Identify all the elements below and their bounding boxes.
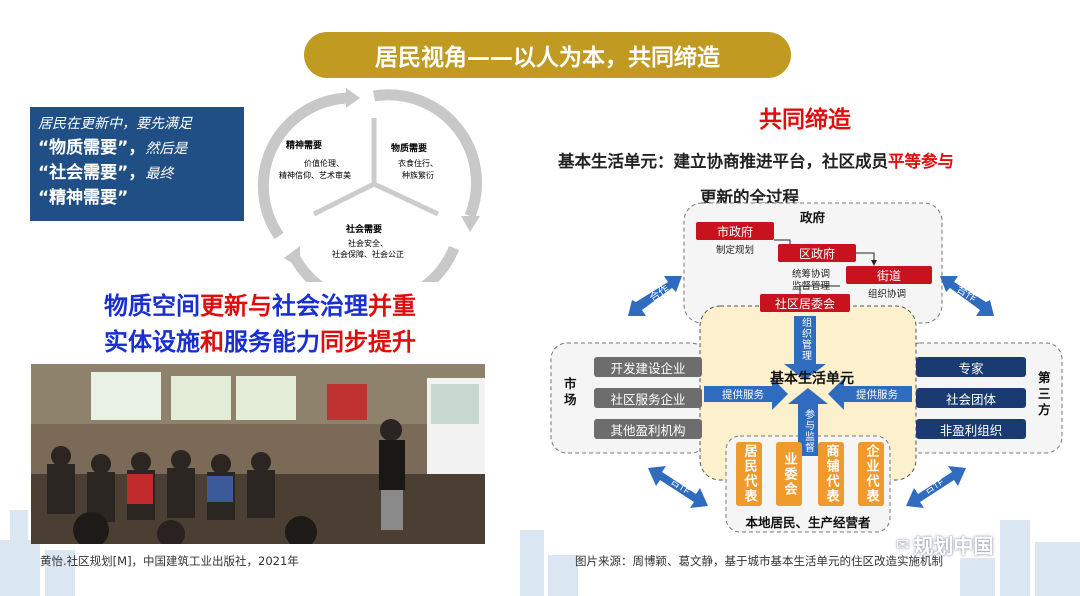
third-item-nonprofit: 非盈利组织 bbox=[916, 419, 1026, 439]
description-line-2: 更新的全过程 bbox=[700, 188, 799, 207]
slogan-line-1: 物质空间更新与社会治理并重 bbox=[38, 286, 482, 321]
participate-supervise-label: 参与监督 bbox=[802, 409, 814, 453]
right-caption: 图片来源：周博颖、葛文静，基于城市基本生活单元的住区改造实施机制 bbox=[575, 554, 943, 568]
cycle-arc-left bbox=[257, 92, 350, 240]
slogan2-part1: 实体设施 bbox=[104, 328, 200, 356]
slogan-line-2: 实体设施和服务能力同步提升 bbox=[38, 322, 482, 357]
co-creation-heading: 共同缔造 bbox=[759, 107, 851, 133]
description-line-1: 基本生活单元：建立协商推进平台，社区成员平等参与 bbox=[558, 148, 954, 172]
social-need-line1: 社会安全、 bbox=[348, 239, 388, 248]
district-government-box: 区政府 bbox=[778, 244, 856, 262]
slogan1-part2: 更新与 bbox=[200, 292, 272, 320]
intro-social: “社会需要”， bbox=[38, 163, 146, 183]
city-government-box: 市政府 bbox=[696, 222, 774, 240]
third-sector-label: 第三方 bbox=[1038, 370, 1051, 417]
material-need-title: 物质需要 bbox=[391, 144, 428, 154]
needs-cycle-diagram bbox=[257, 88, 482, 282]
cycle-arc-bottom bbox=[289, 245, 460, 282]
slogan1-part3: 社会治理 bbox=[272, 292, 368, 320]
street-office-box: 街道 bbox=[846, 266, 932, 284]
watermark-text: 规划中国 bbox=[913, 534, 994, 558]
social-need-title: 社会需要 bbox=[346, 225, 383, 235]
market-item-developer: 开发建设企业 bbox=[594, 357, 702, 377]
third-item-experts: 专家 bbox=[916, 357, 1026, 377]
intro-line-1: 居民在更新中，要先满足 bbox=[38, 116, 192, 132]
material-need-line1: 衣食住行、 bbox=[398, 159, 438, 168]
needs-intro-box: 居民在更新中，要先满足 “物质需要”，然后是 “社会需要”，最终 “精神需要” bbox=[30, 107, 244, 221]
residents-label: 本地居民、生产经营者 bbox=[745, 515, 871, 530]
community-meeting-photo bbox=[31, 364, 485, 544]
cycle-arc-right bbox=[373, 89, 482, 219]
spiritual-need-line1: 价值伦理、 bbox=[304, 159, 344, 168]
material-need-line2: 种族繁衍 bbox=[402, 171, 434, 180]
district-note-1: 统筹协调 bbox=[792, 269, 831, 280]
intro-finally: 最终 bbox=[145, 166, 174, 182]
spiritual-need-line2: 精神信仰、艺术审美 bbox=[279, 171, 351, 180]
description-prefix: 基本生活单元：建立协商推进平台，社区成员 bbox=[558, 152, 888, 171]
spiritual-need-title: 精神需要 bbox=[286, 141, 323, 151]
provide-service-right-label: 提供服务 bbox=[856, 388, 898, 401]
basic-living-unit-label: 基本生活单元 bbox=[770, 371, 854, 387]
street-office-note: 组织协调 bbox=[868, 289, 907, 300]
wechat-icon: ✉ bbox=[896, 535, 910, 554]
slogan2-part2: 和 bbox=[200, 328, 224, 356]
page-title: 居民视角——以人为本，共同缔造 bbox=[304, 32, 791, 78]
left-caption: 黄怡.社区规划[M]，中国建筑工业出版社，2021年 bbox=[40, 554, 299, 568]
market-item-other-profit: 其他盈利机构 bbox=[594, 419, 702, 439]
intro-spiritual: “精神需要” bbox=[38, 188, 129, 208]
community-committee-box: 社区居委会 bbox=[760, 294, 850, 312]
market-label: 市场 bbox=[564, 376, 577, 407]
district-note-2: 监督管理 bbox=[792, 281, 831, 292]
intro-material: “物质需要”， bbox=[38, 138, 146, 158]
resident-rep-box: 居民代表 bbox=[736, 442, 762, 506]
slogan2-part3: 服务能力 bbox=[224, 328, 320, 356]
slogan1-part4: 并重 bbox=[368, 292, 416, 320]
enterprise-rep-box: 企业代表 bbox=[858, 442, 884, 506]
market-item-service-company: 社区服务企业 bbox=[594, 388, 702, 408]
slogan1-part1: 物质空间 bbox=[104, 292, 200, 320]
skyline-background bbox=[0, 510, 1080, 596]
slogan2-part4: 同步提升 bbox=[320, 328, 416, 356]
third-item-social-groups: 社会团体 bbox=[916, 388, 1026, 408]
shop-rep-box: 商铺代表 bbox=[818, 442, 844, 506]
governance-diagram: 政府 市政府 制定规划 区政府 统筹协调 监督管理 街道 组织协调 社区居委会 … bbox=[548, 198, 1066, 536]
social-need-line2: 社会保障、社会公正 bbox=[332, 250, 404, 259]
city-government-note: 制定规划 bbox=[716, 245, 755, 256]
government-label: 政府 bbox=[800, 210, 826, 225]
owners-committee-box: 业委会 bbox=[776, 442, 802, 506]
org-management-label: 组织管理 bbox=[799, 317, 811, 361]
intro-then: 然后是 bbox=[145, 141, 188, 157]
provide-service-left-label: 提供服务 bbox=[722, 388, 764, 401]
description-highlight: 平等参与 bbox=[888, 152, 954, 171]
watermark: ✉ 规划中国 bbox=[896, 530, 993, 559]
